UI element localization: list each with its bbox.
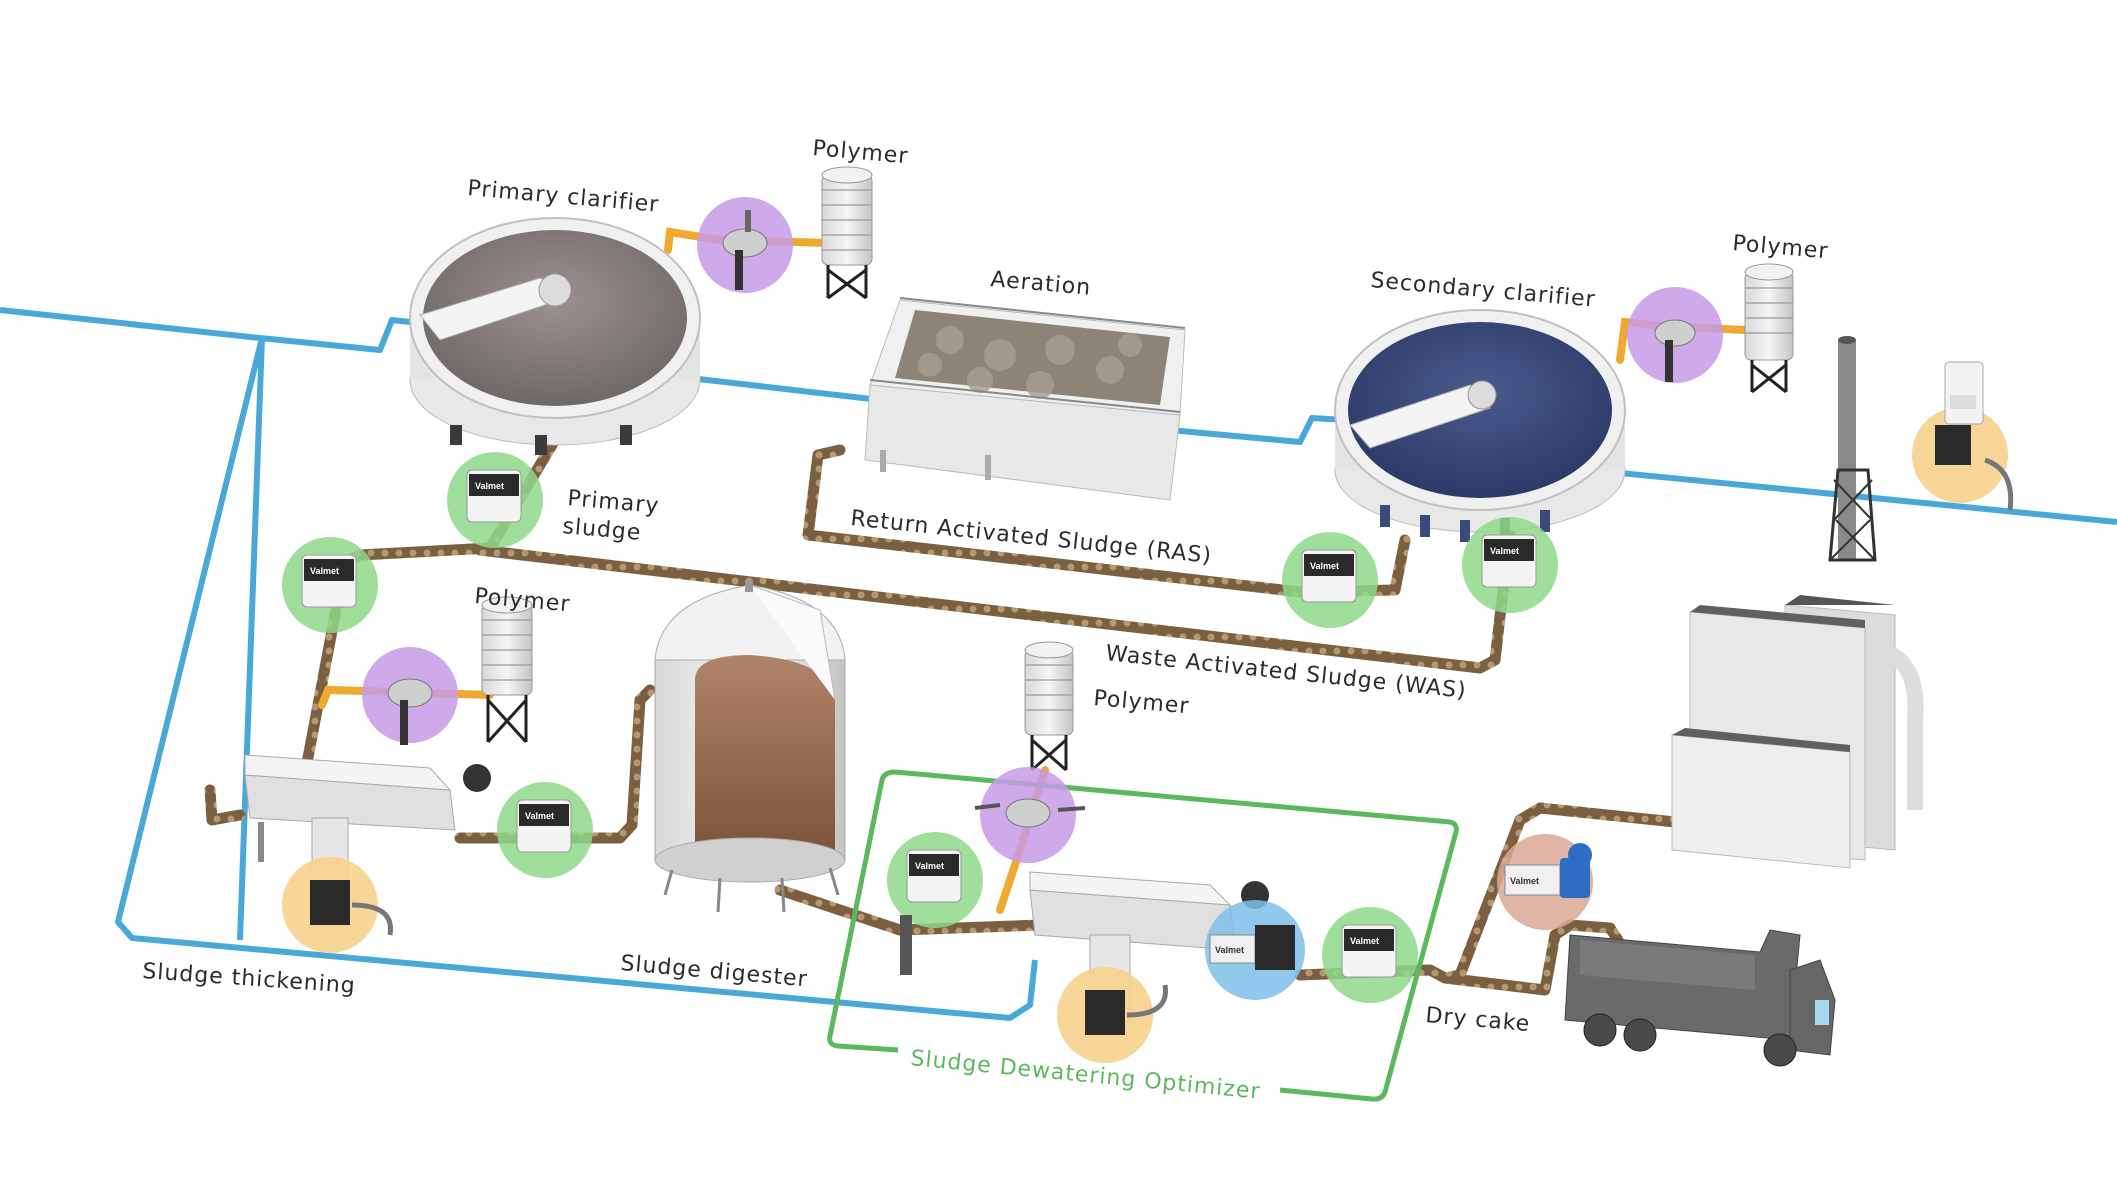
sensor-brand: Valmet (915, 861, 944, 871)
pump-brand: Valmet (1510, 876, 1539, 886)
polymer-tank-4[interactable] (1024, 641, 1074, 772)
cake-analyzer[interactable]: Valmet (1205, 900, 1305, 1000)
polymer-label-4: Polymer (1092, 686, 1190, 719)
polymer-tank-3[interactable] (481, 596, 533, 744)
polymer-tank-2[interactable] (1744, 263, 1794, 394)
thickening-sampler[interactable] (282, 857, 394, 953)
dump-truck[interactable] (1564, 929, 1836, 1067)
polymer-label-2: Polymer (1731, 231, 1829, 264)
aeration-basin[interactable] (864, 297, 1186, 501)
aeration-label: Aeration (989, 267, 1092, 301)
sensor-brand: Valmet (1350, 936, 1379, 946)
aeration-to-secondary-pipe (1169, 415, 1346, 445)
secondary-clarifier-label: Secondary clarifier (1369, 268, 1596, 313)
sensor-brand: Valmet (475, 481, 504, 491)
polymer-dosing-unit-4[interactable] (974, 767, 1086, 863)
primary-clarifier[interactable] (409, 217, 701, 455)
cake-pump[interactable]: Valmet (1497, 834, 1593, 930)
primary-clarifier-label: Primary clarifier (466, 176, 660, 218)
polymer-label-1: Polymer (811, 136, 909, 169)
polymer-dosing-unit-1[interactable] (697, 197, 793, 293)
sensor-digested-sludge[interactable]: Valmet (887, 832, 983, 928)
effluent-pipe (1609, 469, 2117, 525)
optimizer-boundary (827, 769, 1459, 1102)
effluent-sampler[interactable] (1912, 361, 2014, 511)
clarifier-to-aeration-pipe (689, 375, 881, 403)
sensor-ras[interactable]: Valmet (1282, 532, 1378, 628)
influent-pipe (0, 307, 411, 353)
sensor-brand: Valmet (310, 566, 339, 576)
sludge-digester[interactable] (654, 580, 846, 913)
sensor-thickening-feed[interactable]: Valmet (282, 537, 378, 633)
sensor-was[interactable]: Valmet (1462, 517, 1558, 613)
sensor-brand: Valmet (1310, 561, 1339, 571)
sensor-thickened-sludge[interactable]: Valmet (497, 782, 593, 878)
valmet-sensors: Valmet Valmet Valmet Valmet Valmet (282, 452, 1558, 1003)
sensor-brand: Valmet (525, 811, 554, 821)
polymer-dosing-unit-2[interactable] (1627, 287, 1723, 383)
polymer-tank-1[interactable] (821, 166, 873, 300)
primary-sludge-label-line2: sludge (561, 514, 642, 546)
polymer-dosing-unit-3[interactable] (362, 647, 458, 745)
sludge-thickening-label: Sludge thickening (142, 959, 357, 999)
ras-pipe (802, 444, 1411, 598)
dry-cake-label: Dry cake (1424, 1003, 1531, 1037)
primary-sludge-label-line1: Primary (566, 486, 660, 519)
incineration-plant[interactable] (1671, 336, 1924, 869)
return-water-pipe (115, 337, 1038, 1021)
sensor-dry-cake[interactable]: Valmet (1322, 907, 1418, 1003)
thickener-outlet-pipe (204, 784, 246, 826)
thickening-drain-pipe (237, 337, 265, 941)
sensor-brand: Valmet (1490, 546, 1519, 556)
analyzer-brand: Valmet (1215, 945, 1244, 955)
water-pipes (0, 307, 2117, 1021)
truck-feed-pipe (1439, 919, 1624, 996)
sensor-primary-sludge[interactable]: Valmet (447, 452, 543, 548)
secondary-clarifier[interactable] (1334, 309, 1626, 542)
dewatering-sampler[interactable] (1057, 967, 1169, 1063)
